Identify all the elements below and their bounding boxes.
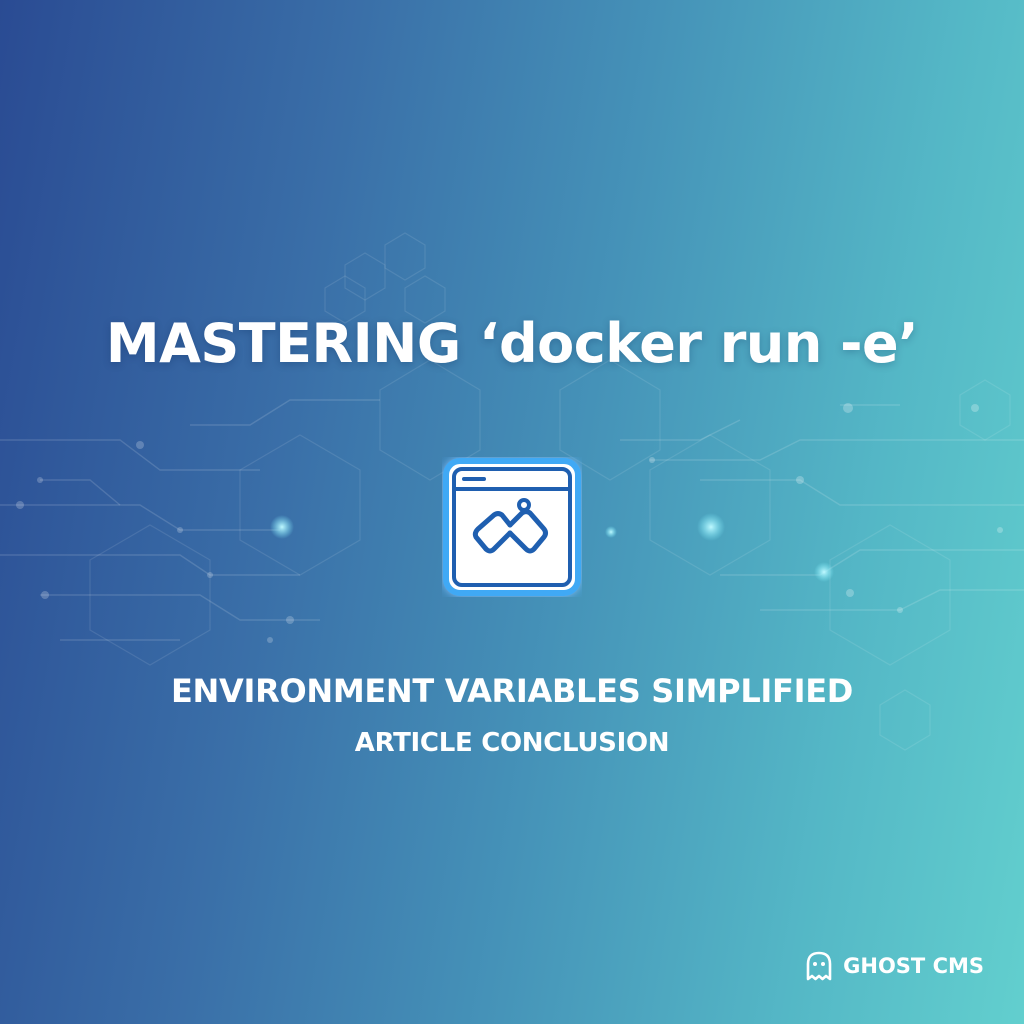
article-subtitle: ENVIRONMENT VARIABLES SIMPLIFIED: [170, 672, 854, 710]
brand-badge: GHOST CMS: [805, 950, 984, 982]
article-section-tag: ARTICLE CONCLUSION: [354, 728, 670, 758]
brand-label: GHOST CMS: [843, 954, 984, 978]
ghost-icon: [805, 950, 833, 982]
article-title: MASTERING ‘docker run -e’: [105, 312, 919, 375]
docker-env-window-icon: [442, 457, 582, 597]
